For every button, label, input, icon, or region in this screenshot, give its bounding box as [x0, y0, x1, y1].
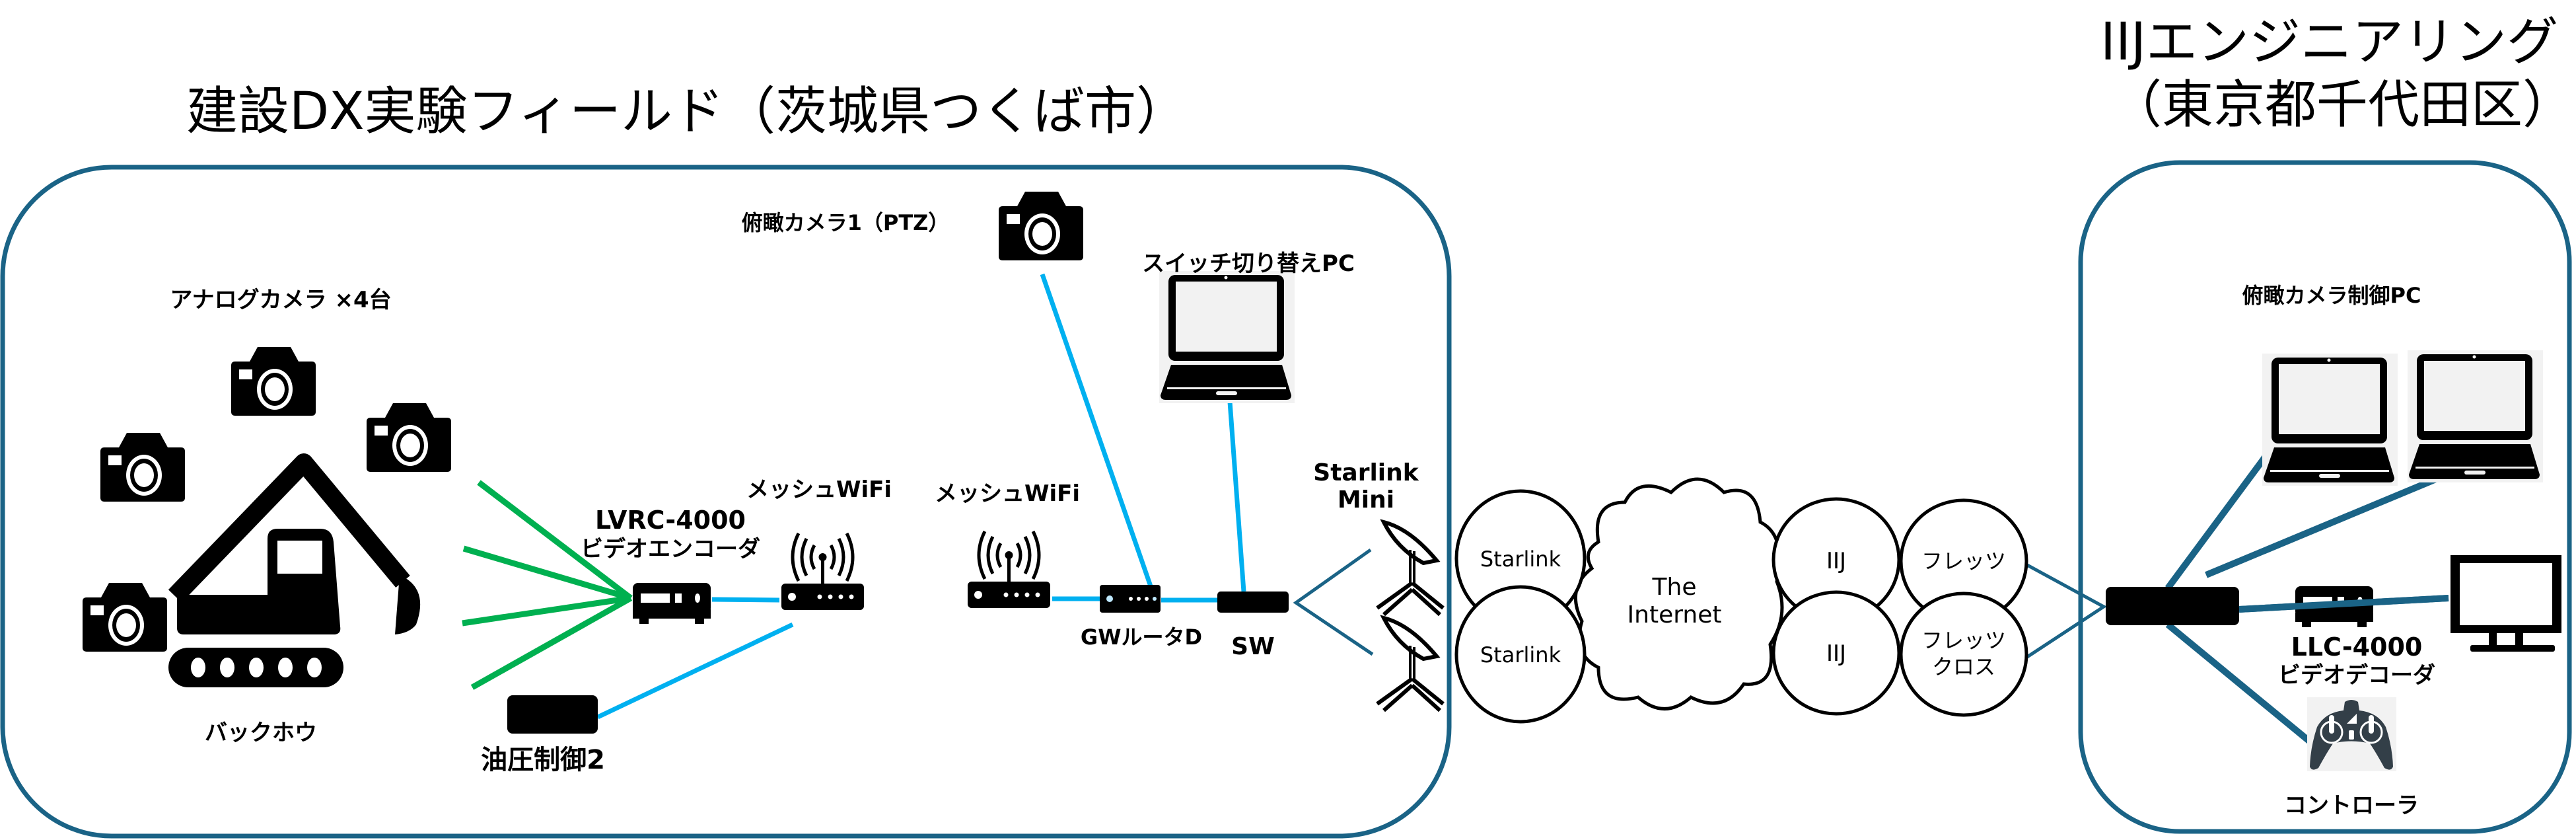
switch-label: SW — [1231, 633, 1275, 660]
ptz-camera-label: 俯瞰カメラ1（PTZ） — [742, 210, 950, 235]
gw-router-icon — [1100, 585, 1161, 613]
link-pc-sw — [1227, 401, 1246, 592]
switch-icon — [1217, 592, 1289, 613]
gamepad-icon — [2307, 697, 2396, 771]
right-site-boundary — [2078, 160, 2572, 834]
starlink-dish-icon — [1377, 522, 1443, 615]
monitor-icon — [2451, 555, 2561, 652]
hydraulic-control-icon — [507, 695, 598, 734]
mesh-wifi-1-icon — [781, 533, 864, 610]
analog-camera-icon — [231, 347, 316, 416]
link-flets-router — [2020, 560, 2107, 663]
control-pc-1-laptop-icon — [2262, 354, 2398, 486]
lan-links — [596, 273, 1246, 720]
encoder-label-line1: LVRC-4000 — [595, 506, 746, 535]
iij-node-2 — [1771, 590, 1901, 716]
starlink-node-2-label: Starlink — [1480, 642, 1561, 668]
backhoe-label: バックホウ — [205, 720, 317, 746]
analog-camera-icon — [83, 583, 167, 652]
link-hydraulic-wifi1 — [596, 622, 794, 720]
link-sw-starlink — [1293, 548, 1374, 656]
mesh-wifi-2-icon — [968, 531, 1050, 608]
gw-router-label: GWルータD — [1081, 625, 1202, 650]
control-pc-label: 俯瞰カメラ制御PC — [2242, 283, 2421, 308]
controller-label: コントローラ — [2284, 792, 2419, 819]
starlink-mini-label-line2: Mini — [1338, 486, 1394, 514]
flets-node-1-label: フレッツ — [1921, 549, 2006, 574]
iij-node-2-label: IIJ — [1826, 640, 1846, 667]
switching-pc-label: スイッチ切り替えPC — [1142, 250, 1355, 277]
decoder-label-line1: LLC-4000 — [2291, 632, 2423, 662]
mesh-wifi-1-label: メッシュWiFi — [746, 477, 892, 503]
site-router-icon — [2106, 587, 2239, 625]
left-site-title: 建設DX実験フィールド（茨城県つくば市） — [186, 82, 1188, 141]
starlink-mini-label-line1: Starlink — [1313, 459, 1419, 486]
starlink-node-2 — [1454, 585, 1587, 724]
hydraulic-control-label: 油圧制御2 — [481, 745, 605, 775]
left-site-boundary — [0, 165, 1452, 839]
internet-label-line2: Internet — [1628, 601, 1722, 629]
analog-camera-icon — [367, 403, 451, 472]
right-site-title-line1: IIJエンジニアリング — [2100, 13, 2558, 72]
encoder-label-line2: ビデオエンコーダ — [581, 536, 760, 562]
ptz-camera-icon — [999, 192, 1083, 260]
control-pc-2-laptop-icon — [2408, 350, 2543, 482]
link-analog-1 — [477, 480, 633, 601]
starlink-dish-icon — [1377, 618, 1443, 710]
link-encoder-wifi1 — [711, 597, 780, 603]
video-encoder-icon — [633, 583, 711, 624]
switching-pc-laptop-icon — [1159, 271, 1295, 403]
link-decoder-overlay — [2238, 595, 2449, 613]
link-ptz-gw — [1040, 273, 1153, 588]
link-router-controller — [2165, 622, 2312, 744]
link-analog-2 — [462, 545, 632, 601]
link-analog-4 — [470, 595, 633, 690]
decoder-label-line2: ビデオデコーダ — [2278, 662, 2435, 689]
flets-node-2 — [1899, 592, 2028, 717]
flets-node-2-label-line1: フレッツ — [1921, 628, 2006, 653]
iij-node-1-label: IIJ — [1826, 548, 1846, 574]
starlink-node-1-label: Starlink — [1480, 547, 1561, 572]
link-router-pc2 — [2205, 473, 2445, 578]
internet-label-line1: The — [1652, 574, 1697, 601]
link-analog-3 — [462, 595, 631, 627]
analog-video-links — [462, 480, 633, 690]
right-site-title-line2: （東京都千代田区） — [2110, 75, 2574, 135]
mesh-wifi-2-label: メッシュWiFi — [935, 480, 1080, 507]
analog-camera-label: アナログカメラ ×4台 — [170, 287, 391, 313]
flets-node-2-label-line2: クロス — [1932, 654, 1995, 679]
analog-camera-icon — [100, 433, 185, 502]
excavator-icon — [168, 453, 421, 687]
